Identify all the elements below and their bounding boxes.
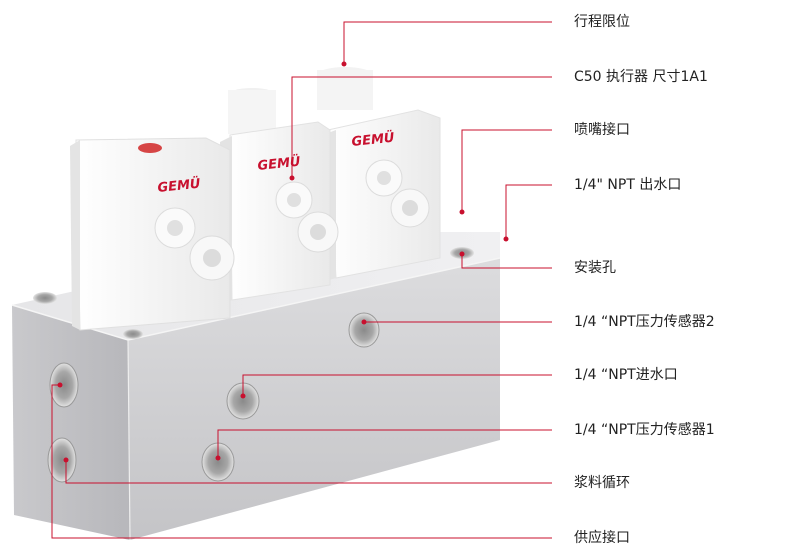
label-actuator: C50 执行器 尺寸1A1 [574,69,708,85]
brand-logo-3: GEMÜ [351,130,396,150]
leader-pressure-sensor-1 [217,429,552,458]
side-ports [47,362,79,483]
leader-lines [51,21,552,539]
block-left-face [12,305,130,540]
label-pressure-sensor-2: 1/4 “NPT压力传感器2 [574,314,715,330]
leader-mounting-hole [461,254,552,269]
brand-logos: GEMÜ GEMÜ GEMÜ [157,130,396,196]
status-indicator [138,143,162,153]
leader-slurry-circulation [65,460,552,484]
label-pressure-sensor-1: 1/4 “NPT压力传感器1 [574,422,715,438]
label-slurry-circulation: 浆料循环 [574,475,630,491]
label-npt-outlet: 1/4" NPT 出水口 [574,177,682,193]
leader-supply-port [51,384,552,539]
label-mounting-hole: 安装孔 [574,260,616,276]
leader-npt-inlet [242,374,552,396]
label-npt-inlet: 1/4 “NPT进水口 [574,367,678,383]
actuator-3 [317,67,441,282]
label-supply-port: 供应接口 [574,530,630,546]
brand-logo-2: GEMÜ [257,154,302,174]
actuator-2 [220,88,339,304]
leader-npt-outlet [505,184,552,239]
brand-logo-1: GEMÜ [157,176,202,196]
leader-stroke-limit [343,21,552,64]
actuator-1 [70,137,235,331]
leader-actuator [291,76,552,178]
label-stroke-limit: 行程限位 [574,14,630,30]
label-nozzle-port: 喷嘴接口 [574,122,630,138]
leader-nozzle-port [461,129,552,212]
